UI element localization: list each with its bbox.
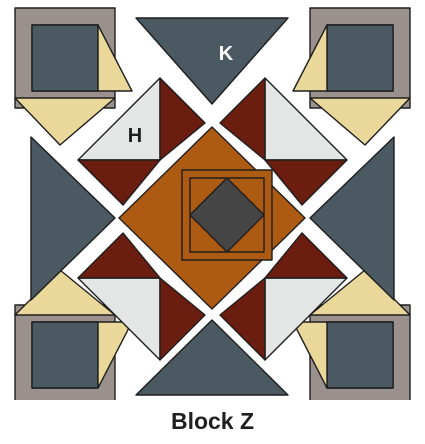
corner-square-bottom-left (32, 322, 98, 388)
label-h: H (128, 125, 142, 147)
block-title: Block Z (0, 408, 425, 435)
label-k: K (219, 43, 234, 65)
corner-square-bottom-right (327, 322, 393, 388)
corner-square-top-right (327, 25, 393, 91)
quilt-block-diagram: K H (0, 0, 425, 400)
corner-square-top-left (32, 25, 98, 91)
